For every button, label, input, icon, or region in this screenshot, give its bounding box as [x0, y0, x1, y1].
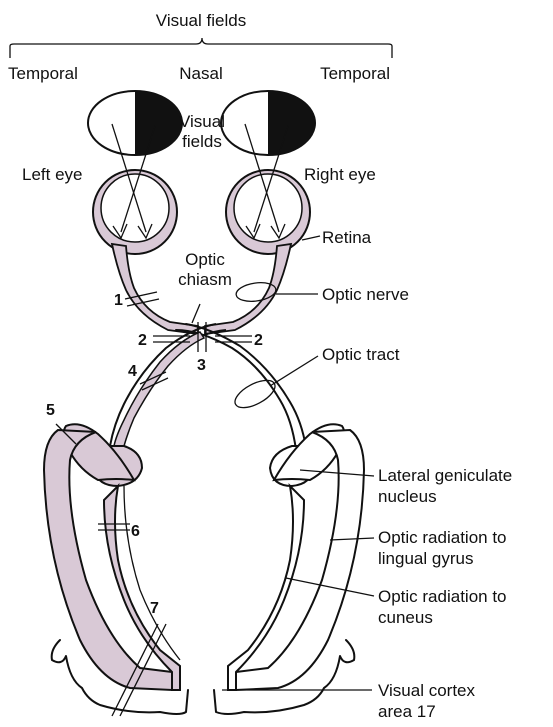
left-eye-label: Left eye — [22, 165, 83, 184]
temporal-left-label: Temporal — [8, 64, 78, 83]
nasal-label: Nasal — [179, 64, 222, 83]
visual-cortex-label-1: Visual cortex — [378, 681, 476, 700]
header-label: Visual fields — [156, 11, 246, 30]
visual-fields-inner-label-1: Visual — [179, 112, 225, 131]
temporal-right-label: Temporal — [320, 64, 390, 83]
left-optic-radiation — [44, 424, 180, 690]
right-eye — [226, 170, 310, 254]
left-visual-field — [88, 91, 182, 155]
optic-chiasm-label-1: Optic — [185, 250, 225, 269]
right-optic-radiation — [228, 424, 364, 690]
left-eye — [93, 170, 177, 254]
lesion-number-2-right: 2 — [254, 332, 263, 349]
radiation-lingual-label-2: lingual gyrus — [378, 549, 473, 568]
lgn-label-1: Lateral geniculate — [378, 466, 512, 485]
lesion-number-1: 1 — [114, 292, 123, 309]
right-visual-field — [221, 91, 315, 155]
optic-tract-label: Optic tract — [322, 345, 400, 364]
lesion-number-2-left: 2 — [138, 332, 147, 349]
lesion-number-3: 3 — [197, 357, 206, 374]
visual-fields-bracket — [10, 38, 392, 58]
optic-chiasm-label-2: chiasm — [178, 270, 232, 289]
lgn-label-2: nucleus — [378, 487, 437, 506]
right-eye-label: Right eye — [304, 165, 376, 184]
lesion-number-5: 5 — [46, 402, 55, 419]
radiation-lingual-label-1: Optic radiation to — [378, 528, 507, 547]
optic-tract-marker — [231, 375, 279, 413]
radiation-cuneus-label-2: cuneus — [378, 608, 433, 627]
lesion-number-4: 4 — [128, 363, 137, 380]
lesion-number-7: 7 — [150, 600, 159, 617]
retina-label: Retina — [322, 228, 372, 247]
visual-fields-inner-label-2: fields — [182, 132, 222, 151]
optic-nerve-label: Optic nerve — [322, 285, 409, 304]
radiation-cuneus-label-1: Optic radiation to — [378, 587, 507, 606]
visual-cortex-label-2: area 17 — [378, 702, 436, 721]
lesion-number-6: 6 — [131, 523, 140, 540]
